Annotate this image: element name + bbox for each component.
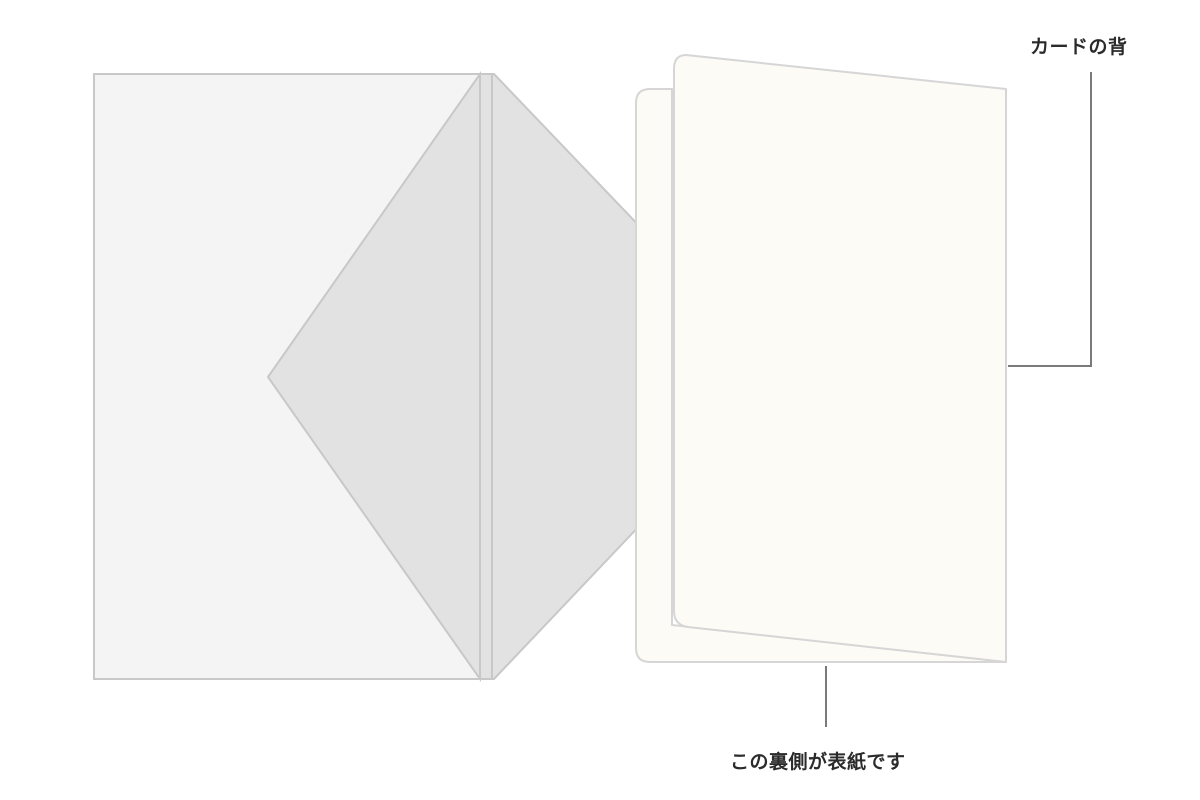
spine-label: カードの背: [1030, 36, 1128, 58]
card-front-panel: [673, 54, 1007, 663]
envelope-open-flap: [479, 73, 646, 680]
spine-leader-line: [1008, 72, 1092, 367]
card: [635, 54, 1007, 663]
envelope: [93, 70, 646, 683]
card-back-panel: [635, 88, 1007, 663]
back-cover-label: この裏側が表紙です: [730, 751, 906, 773]
